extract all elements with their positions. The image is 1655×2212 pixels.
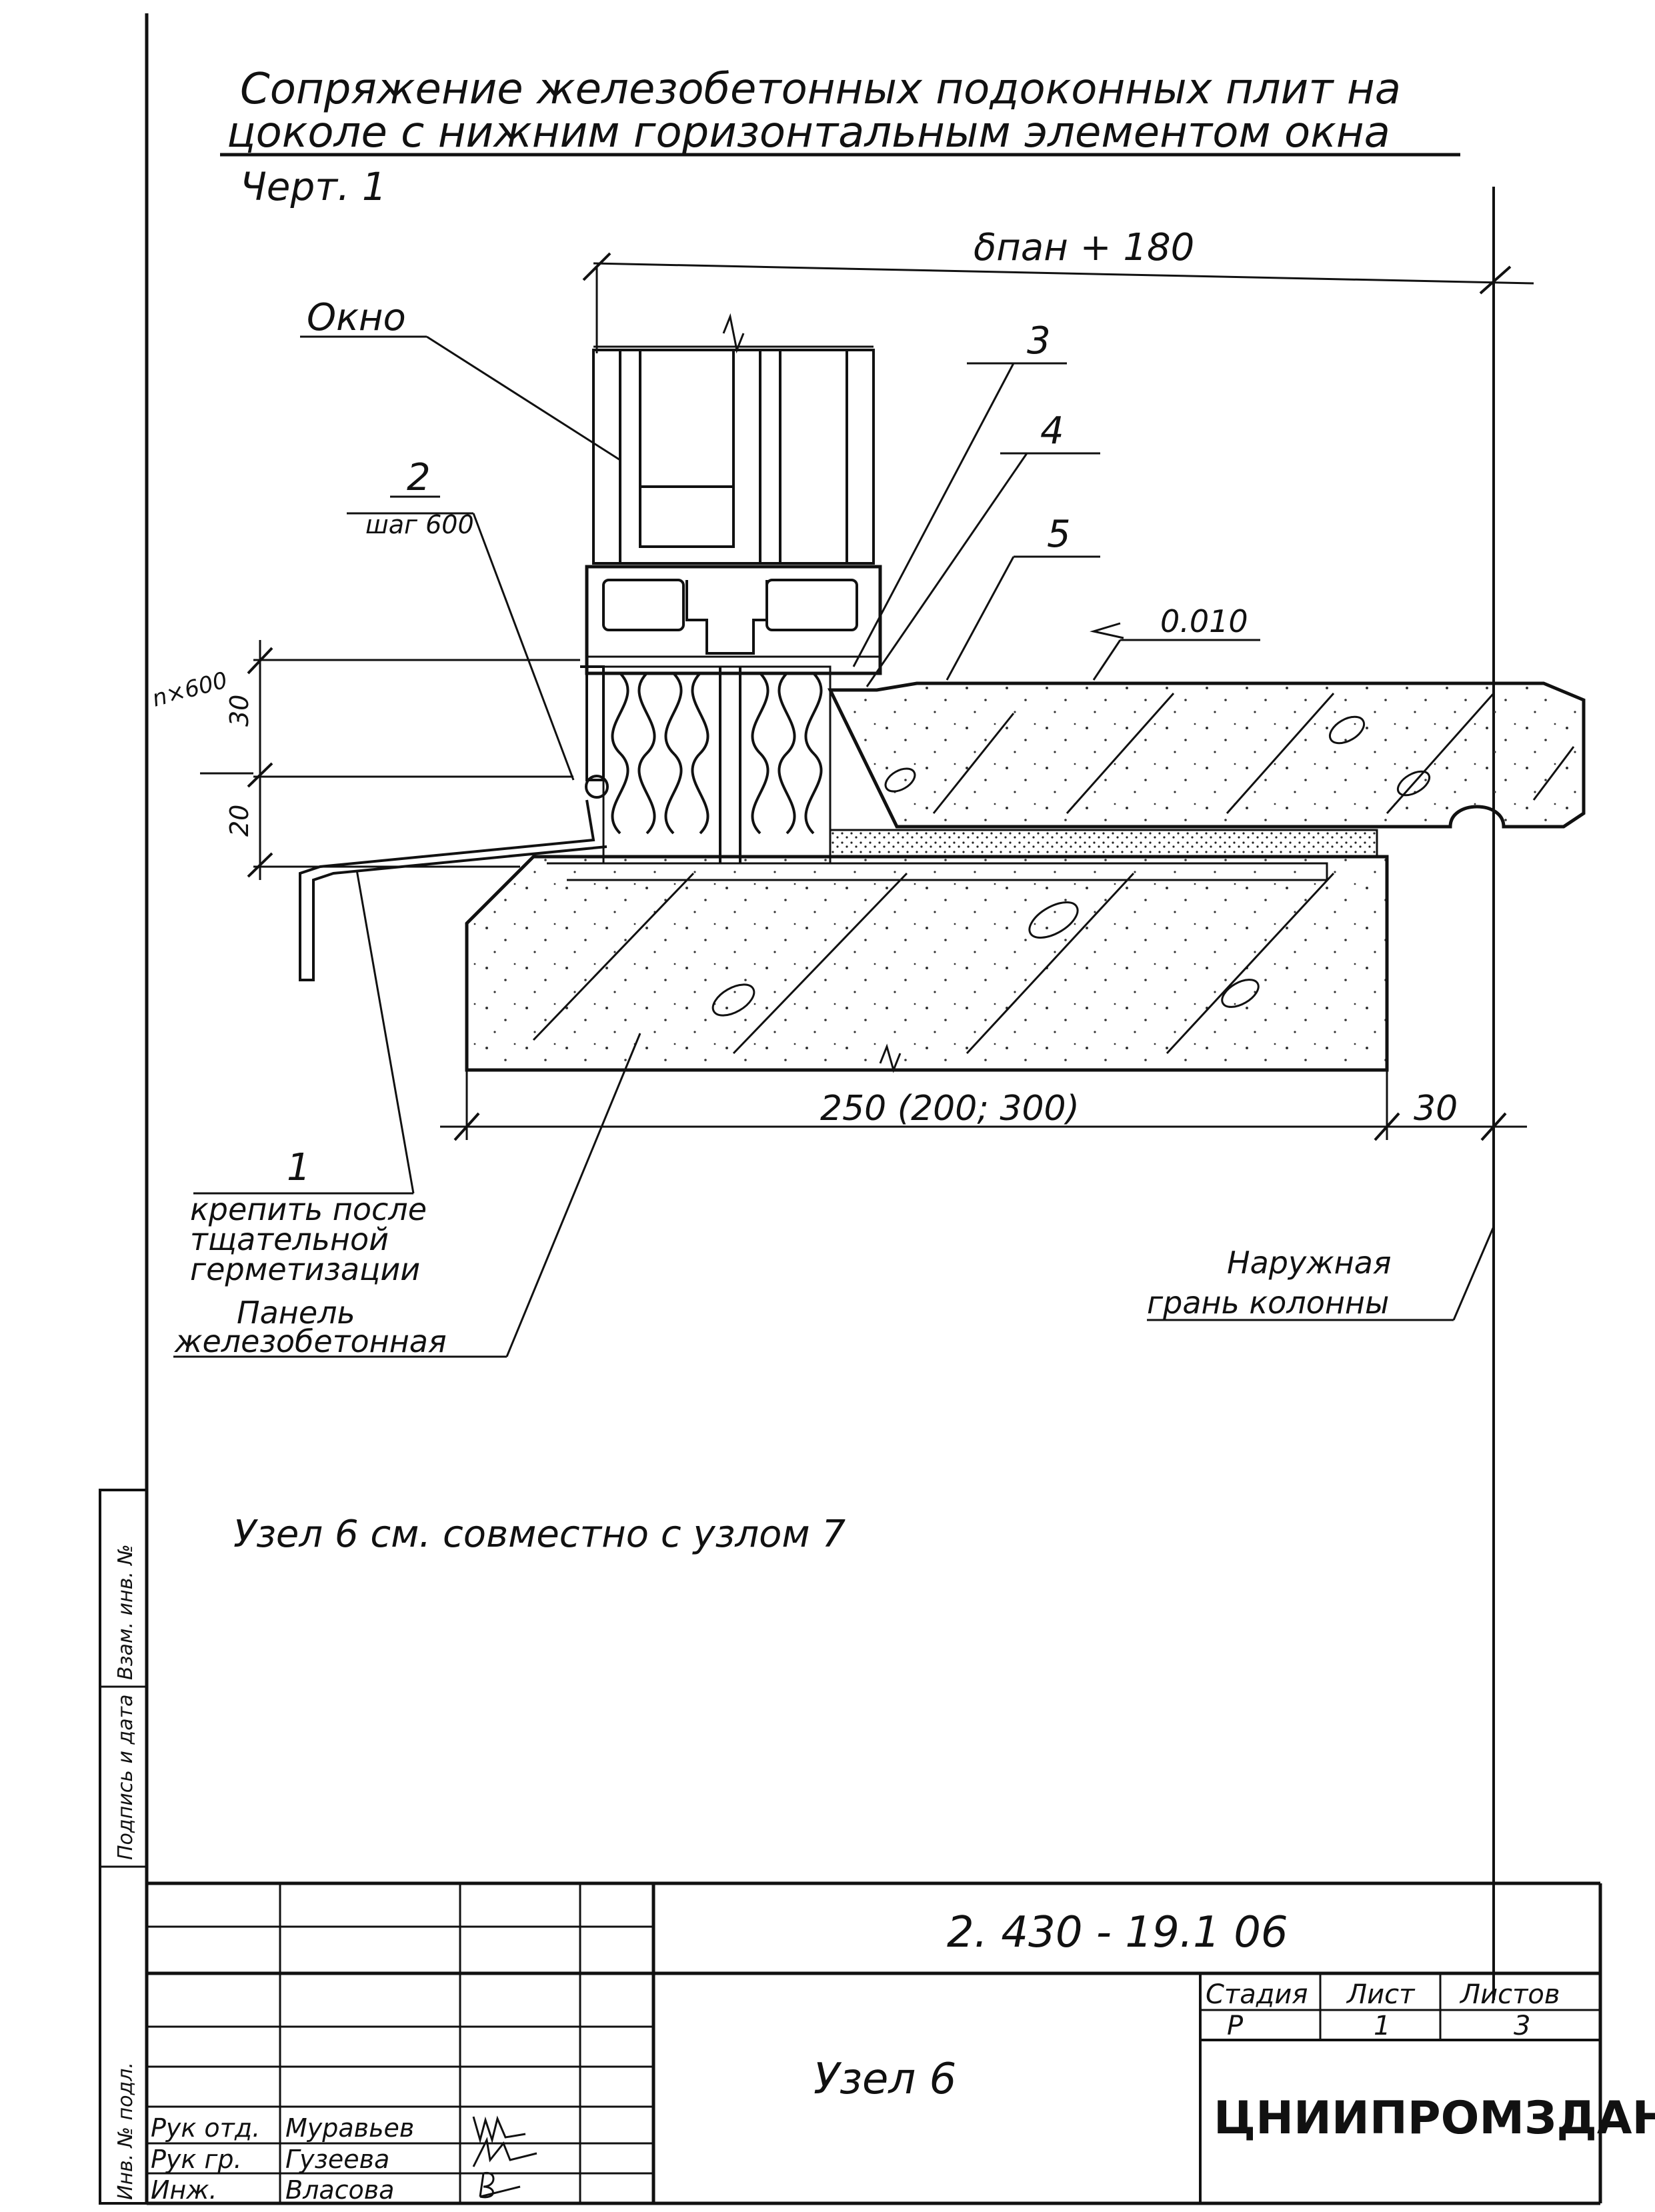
- callout-2-sub: шаг 600: [365, 510, 474, 539]
- dimension-left: 30 20 n×600: [149, 640, 580, 880]
- sheets-value: 3: [1514, 2011, 1530, 2041]
- node-drawing: δпан + 180: [149, 187, 1586, 2000]
- dim-top-text: δпан + 180: [974, 226, 1194, 269]
- sheet-name: Узел 6: [813, 2055, 956, 2104]
- title-line-2: цоколе с нижним горизонтальным элементом…: [227, 108, 1390, 157]
- label-panel-1: Панель: [237, 1295, 355, 1331]
- label-window: Окно: [307, 296, 406, 339]
- name-1: Муравьев: [285, 2113, 414, 2143]
- name-2: Гузеева: [285, 2145, 389, 2174]
- title-block-text: 2. 430 - 19.1 06 Узел 6 Стадия Лист Лист…: [151, 1908, 1655, 2205]
- dim-left-30: 30: [225, 695, 254, 727]
- mortar-bed: [829, 829, 1378, 858]
- dim-left-20: 20: [225, 805, 254, 837]
- insulation: [602, 665, 832, 865]
- sheet-label: Лист: [1346, 1979, 1416, 2010]
- window-bottom-rail: [585, 565, 882, 675]
- wall-panel: [465, 855, 1389, 1073]
- sheet-value: 1: [1374, 2011, 1390, 2041]
- side-labels: Инв. № подл. Подпись и дата Взам. инв. №: [114, 1544, 137, 2200]
- window-frame: [592, 313, 875, 565]
- name-3: Власова: [285, 2175, 394, 2205]
- stage-label: Стадия: [1206, 1979, 1308, 2010]
- dim-bottom-main: 250 (200; 300): [820, 1089, 1080, 1129]
- label-elevation: 0.010: [1160, 603, 1248, 639]
- callout-4: 4: [1040, 409, 1064, 453]
- label-column-face-2: грань колонны: [1147, 1285, 1389, 1321]
- role-3: Инж.: [151, 2175, 217, 2205]
- organization: ЦНИИПРОМЗДАНИЙ: [1214, 2091, 1655, 2145]
- dim-bottom-right: 30: [1414, 1089, 1458, 1129]
- callout-1-note-3: герметизации: [190, 1251, 420, 1287]
- callout-1: 1: [287, 1146, 311, 1189]
- callout-1-note-2: тщательной: [190, 1221, 389, 1257]
- drawing-title: Сопряжение железобетонных подоконных пли…: [220, 65, 1460, 209]
- callout-3: 3: [1027, 319, 1051, 363]
- signature-2: [472, 2137, 537, 2167]
- side-label-replacement: Взам. инв. №: [114, 1544, 137, 1680]
- role-1: Рук отд.: [151, 2113, 260, 2143]
- title-line-1: Сопряжение железобетонных подоконных пли…: [240, 65, 1401, 114]
- leaders: [173, 335, 1495, 1358]
- dimension-bottom: 250 (200; 300) 30: [440, 1067, 1527, 1141]
- sheets-label: Листов: [1459, 1979, 1560, 2010]
- callout-1-note-1: крепить после: [190, 1191, 427, 1227]
- drawing-labels: Окно 3 4 5 0.010 2 шаг 600 1 крепить пос…: [174, 296, 1392, 1556]
- label-panel-2: железобетонная: [174, 1323, 447, 1359]
- angle-bracket: [580, 665, 605, 781]
- callout-2: 2: [407, 456, 431, 499]
- stage-value: Р: [1227, 2011, 1244, 2041]
- signature-1: [472, 2115, 526, 2144]
- doc-code: 2. 430 - 19.1 06: [947, 1908, 1288, 1957]
- flashing: [299, 799, 607, 981]
- role-2: Рук гр.: [151, 2145, 242, 2174]
- dimension-top: δпан + 180: [582, 226, 1534, 353]
- drawing-note: Узел 6 см. совместно с узлом 7: [233, 1513, 846, 1556]
- dim-left-step: n×600: [149, 667, 230, 712]
- sill-plate: [827, 681, 1586, 829]
- sheet-ref: Черт. 1: [240, 164, 387, 209]
- label-column-face-1: Наружная: [1227, 1245, 1392, 1281]
- side-label-signature: Подпись и дата: [114, 1695, 137, 1861]
- title-block: [147, 1881, 1602, 2203]
- callout-5: 5: [1047, 513, 1071, 556]
- signature-3: [479, 2171, 521, 2199]
- side-label-inv-podl: Инв. № подл.: [114, 2062, 137, 2200]
